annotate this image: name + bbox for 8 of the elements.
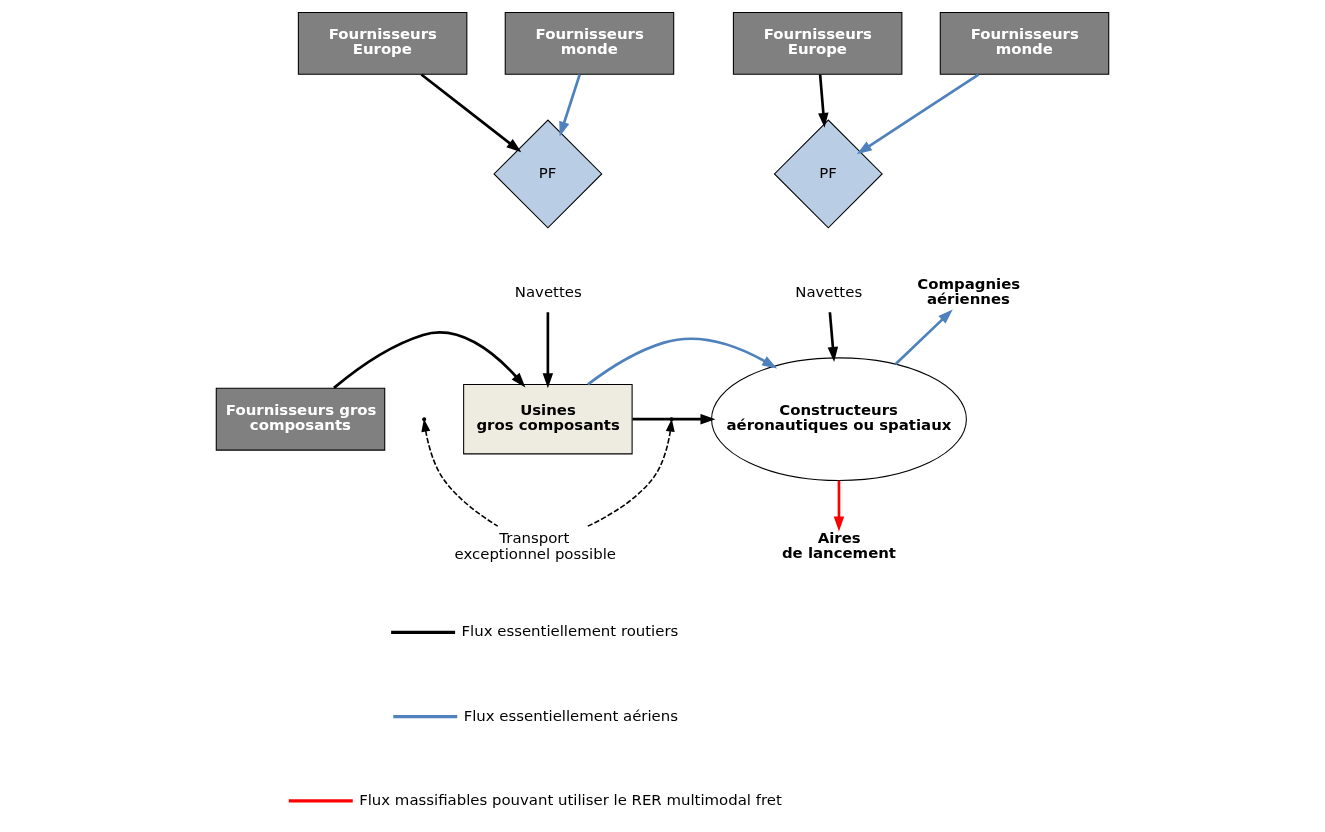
node-text: Compagnies aériennes [917, 274, 1021, 308]
node-text: Transport exceptionnel possible [454, 528, 616, 563]
node-text: Aires de lancement [781, 528, 896, 562]
node-text: Navettes [795, 282, 863, 301]
legend-label: Flux massifiables pouvant utiliser le RER multimodal fret [359, 790, 782, 809]
legend-label: Flux essentiellement aériens [463, 706, 678, 725]
legend-label: Flux essentiellement routiers [461, 622, 679, 641]
node-text: Navettes [514, 282, 582, 301]
